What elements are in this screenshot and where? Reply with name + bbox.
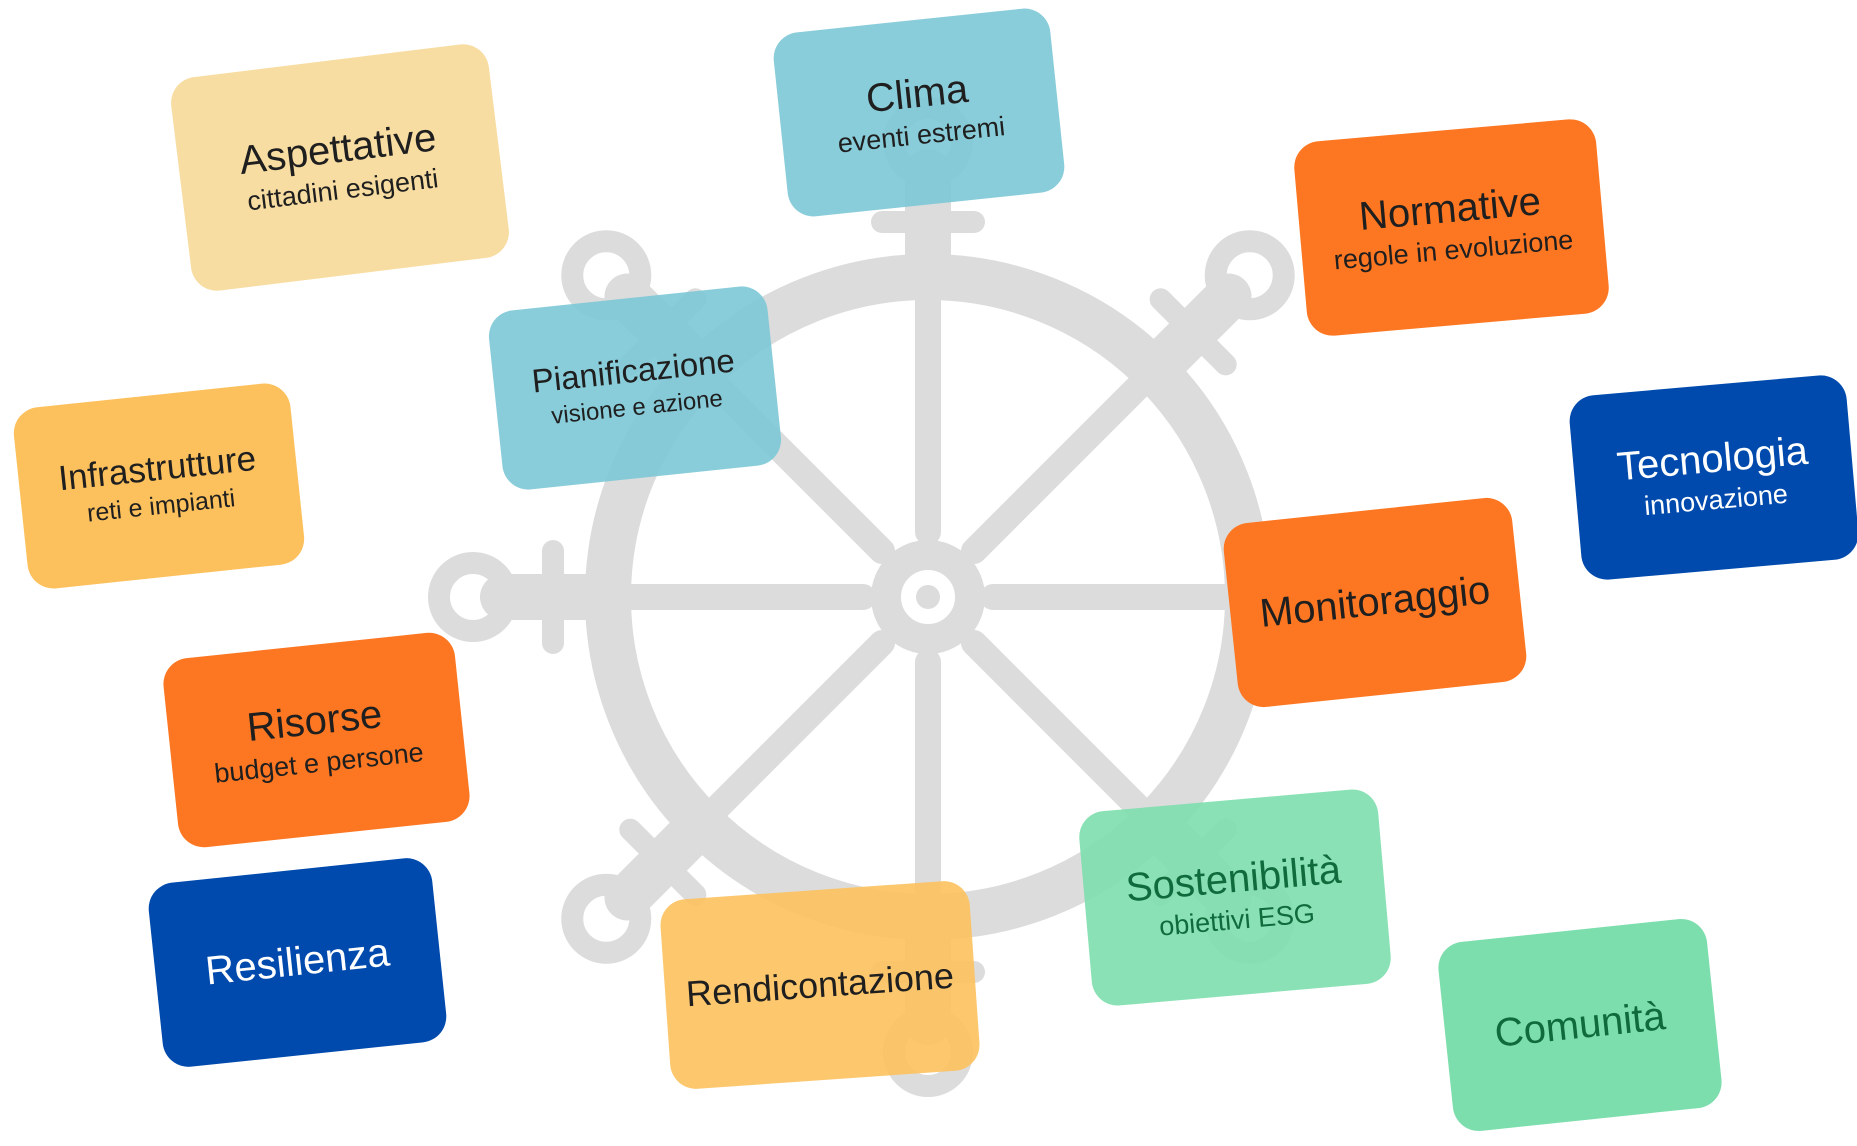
card-clima: Clima eventi estremi xyxy=(771,5,1067,220)
card-comunita: Comunità xyxy=(1435,916,1725,1134)
card-tecnologia: Tecnologia innovazione xyxy=(1567,373,1857,582)
card-title: Monitoraggio xyxy=(1257,568,1493,637)
card-monitoraggio: Monitoraggio xyxy=(1221,495,1529,710)
wheel-handle-knob xyxy=(1204,230,1295,321)
card-subtitle: eventi estremi xyxy=(836,111,1007,159)
wheel-spoke xyxy=(960,629,1154,823)
card-risorse: Risorse budget e persone xyxy=(160,630,473,850)
card-infrastrutture: Infrastrutture reti e impianti xyxy=(11,380,307,592)
card-title: Rendicontazione xyxy=(684,954,956,1015)
card-normative: Normative regole in evoluzione xyxy=(1292,117,1611,338)
wheel-handle-collar xyxy=(619,818,707,906)
wheel-hub xyxy=(871,540,985,654)
wheel-handle-collar xyxy=(1149,288,1237,376)
card-pianificazione: Pianificazione visione e azione xyxy=(486,283,784,493)
wheel-hub-center xyxy=(916,585,940,609)
card-aspettative: Aspettative cittadini esigenti xyxy=(168,41,512,294)
wheel-handle-knob xyxy=(428,552,518,642)
card-title: Clima xyxy=(863,66,971,121)
wheel-spoke xyxy=(960,371,1154,565)
wheel-handle-knob xyxy=(561,873,652,964)
card-sostenibilita: Sostenibilità obiettivi ESG xyxy=(1077,787,1393,1008)
card-resilienza: Resilienza xyxy=(146,855,449,1070)
card-title: Resilienza xyxy=(203,930,392,994)
card-rendicontazione: Rendicontazione xyxy=(658,879,982,1091)
wheel-spoke xyxy=(702,629,896,823)
card-title: Comunità xyxy=(1492,993,1668,1056)
